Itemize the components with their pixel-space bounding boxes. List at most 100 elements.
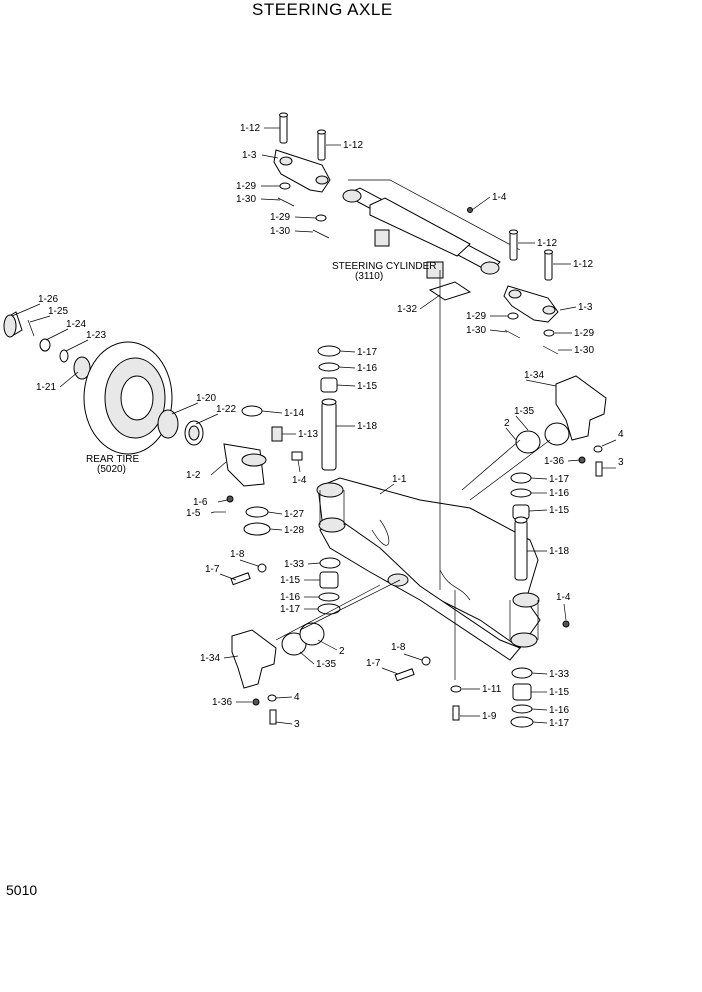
callout-layer: 1-121-121-31-291-301-291-301-41-121-121-…	[11, 123, 624, 730]
callout-label: 1-8	[391, 642, 406, 653]
steering-cylinder-code: (3110)	[355, 271, 383, 282]
upper-link-assembly-right	[503, 229, 559, 355]
callout-label: 1-30	[574, 345, 594, 356]
callout-label: 1-3	[242, 150, 257, 161]
callout-label: 1-35	[514, 406, 534, 417]
callout-leader-line	[339, 350, 356, 353]
mount-bracket-left	[231, 622, 325, 725]
callout-label: 1-7	[205, 564, 220, 575]
callout-label: 1-22	[216, 404, 236, 415]
callout-leader-line	[317, 639, 338, 651]
callout-label: 1-12	[537, 238, 557, 249]
callout-label: 1-34	[200, 653, 220, 664]
bolts	[230, 563, 462, 721]
callout-label: 1-5	[186, 508, 201, 519]
callout-label: 1-13	[298, 429, 318, 440]
callout-label: 1-27	[284, 509, 304, 520]
callout-label: 1-21	[36, 382, 56, 393]
callout-leader-line	[419, 294, 441, 310]
callout-leader-line	[239, 559, 259, 567]
callout-label: 1-2	[186, 470, 201, 481]
callout-leader-line	[515, 415, 529, 431]
callout-label: 1-4	[292, 475, 307, 486]
callout-label: 1-34	[524, 370, 544, 381]
callout-label: 1-12	[343, 140, 363, 151]
callout-leader-line	[531, 708, 548, 711]
callout-leader-line	[223, 655, 239, 659]
callout-leader-line	[11, 303, 41, 317]
callout-leader-line	[294, 230, 314, 233]
callout-label: 4	[294, 692, 300, 703]
page-title: STEERING AXLE	[252, 0, 393, 19]
callout-leader-line	[260, 198, 281, 201]
callout-label: 1-16	[549, 705, 569, 716]
callout-label: 1-1	[392, 474, 407, 485]
callout-label: 1-26	[38, 294, 58, 305]
callout-leader-line	[338, 366, 356, 369]
callout-label: 1-15	[549, 505, 569, 516]
callout-label: 1-3	[578, 302, 593, 313]
callout-label: 1-18	[549, 546, 569, 557]
callout-label: 1-16	[357, 363, 377, 374]
assembly-guide-lines	[275, 270, 551, 680]
callout-label: 1-29	[270, 212, 290, 223]
callout-label: 1-11	[482, 684, 502, 695]
steering-cylinder-label: STEERING CYLINDER	[332, 261, 436, 272]
callout-leader-line	[219, 573, 237, 581]
callout-leader-line	[525, 379, 557, 387]
callout-label: 1-28	[284, 525, 304, 536]
callout-label: 1-29	[466, 311, 486, 322]
callout-label: 1-30	[236, 194, 256, 205]
callout-label: 1-32	[397, 304, 417, 315]
callout-leader-line	[489, 329, 508, 333]
callout-label: 1-16	[280, 592, 300, 603]
callout-leader-line	[195, 413, 219, 425]
callout-label: 1-7	[366, 658, 381, 669]
page-number: 5010	[6, 882, 38, 898]
callout-leader-line	[210, 511, 215, 514]
callout-label: 1-15	[549, 687, 569, 698]
callout-leader-line	[29, 315, 51, 323]
callout-label: 1-18	[357, 421, 377, 432]
callout-label: 1-8	[230, 549, 245, 560]
callout-label: 2	[339, 646, 345, 657]
callout-leader-line	[307, 562, 321, 565]
callout-leader-line	[59, 371, 79, 388]
callout-leader-line	[297, 459, 301, 473]
callout-leader-line	[65, 339, 89, 352]
callout-label: 1-25	[48, 306, 68, 317]
callout-leader-line	[559, 306, 577, 311]
callout-label: 4	[618, 429, 624, 440]
callout-leader-line	[269, 528, 283, 531]
callout-leader-line	[403, 653, 423, 661]
callout-label: 1-24	[66, 319, 86, 330]
callout-leader-line	[471, 196, 491, 211]
callout-leader-line	[336, 384, 356, 387]
callout-label: 1-17	[549, 718, 569, 729]
callout-leader-line	[275, 696, 293, 699]
rear-tire-code: (5020)	[97, 464, 126, 475]
callout-label: 1-36	[544, 456, 564, 467]
callout-label: 3	[618, 457, 624, 468]
steering-knuckle-left	[214, 405, 303, 536]
callout-leader-line	[267, 511, 283, 515]
callout-leader-line	[505, 427, 517, 441]
callout-label: 1-33	[549, 669, 569, 680]
callout-leader-line	[381, 667, 399, 675]
callout-label: 1-30	[466, 325, 486, 336]
mount-bracket-right	[515, 375, 607, 477]
callout-leader-line	[563, 603, 567, 621]
callout-leader-line	[601, 439, 617, 447]
kingpin-stack-left	[317, 345, 341, 471]
lower-bushing-stack-left	[317, 557, 341, 615]
callout-label: 1-14	[284, 408, 304, 419]
callout-leader-line	[530, 477, 548, 480]
callout-label: 1-29	[574, 328, 594, 339]
callout-label: 1-15	[357, 381, 377, 392]
callout-label: 1-12	[240, 123, 260, 134]
callout-label: 1-12	[573, 259, 593, 270]
callout-label: 1-6	[193, 497, 208, 508]
callout-label: 1-36	[212, 697, 232, 708]
